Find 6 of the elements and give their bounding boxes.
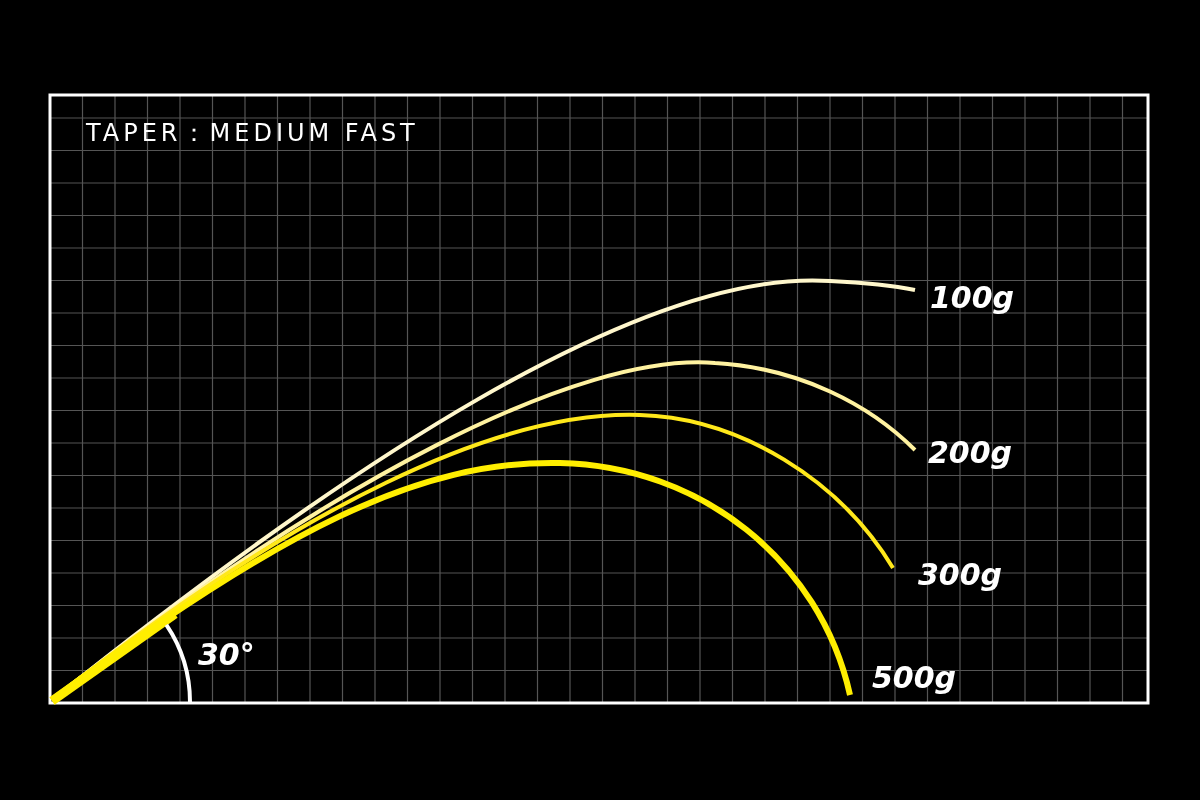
title: TAPER：MEDIUM FAST (86, 121, 419, 145)
load-label: 300g (918, 560, 1003, 590)
load-label: 500g (872, 663, 957, 693)
angle-label: 30° (198, 640, 255, 670)
load-label: 100g (930, 283, 1015, 313)
load-label: 200g (928, 438, 1013, 468)
